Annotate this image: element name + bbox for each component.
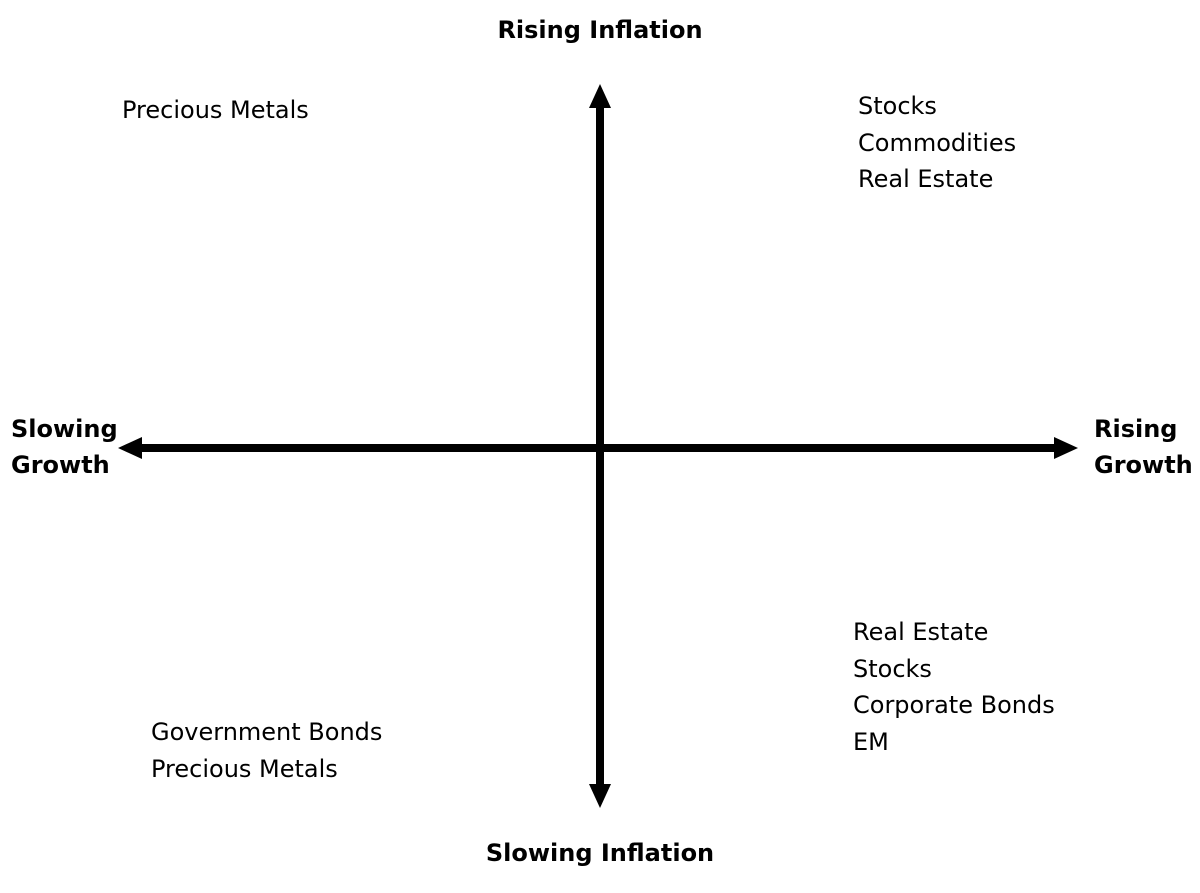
axis-label-line: Growth xyxy=(11,451,110,479)
arrowhead-right xyxy=(1054,437,1078,459)
axis-label-text: Rising Inflation xyxy=(497,16,703,44)
axis-label-slowing-inflation: Slowing Inflation xyxy=(0,835,1200,871)
asset-class-item: Real Estate xyxy=(853,618,989,646)
asset-class-item: Real Estate xyxy=(858,165,994,193)
axis-label-slowing-growth: Slowing Growth xyxy=(11,411,118,483)
arrowhead-up xyxy=(589,84,611,108)
axis-label-rising-growth: Rising Growth xyxy=(1094,411,1193,483)
axis-label-line: Rising xyxy=(1094,415,1178,443)
asset-class-item: Stocks xyxy=(858,92,937,120)
asset-class-item: Corporate Bonds xyxy=(853,691,1055,719)
axis-label-line: Slowing xyxy=(11,415,118,443)
quadrant-bottom-left: Government Bonds Precious Metals xyxy=(151,714,382,787)
asset-class-item: Commodities xyxy=(858,128,1017,157)
asset-class-item: Precious Metals xyxy=(151,754,338,783)
quadrant-top-left: Precious Metals xyxy=(122,92,309,129)
asset-class-item: Stocks xyxy=(853,654,932,683)
arrowhead-down xyxy=(589,784,611,808)
arrowhead-left xyxy=(118,437,142,459)
asset-class-item: EM xyxy=(853,727,889,756)
asset-class-item: Government Bonds xyxy=(151,718,383,746)
quadrant-bottom-right: Real Estate Stocks Corporate Bonds EM xyxy=(853,614,1055,760)
axis-label-line: Growth xyxy=(1094,451,1193,479)
quadrant-top-right: Stocks Commodities Real Estate xyxy=(858,88,1016,198)
axis-label-rising-inflation: Rising Inflation xyxy=(0,12,1200,48)
axis-label-text: Slowing Inflation xyxy=(485,839,715,867)
asset-class-item: Precious Metals xyxy=(122,96,309,124)
